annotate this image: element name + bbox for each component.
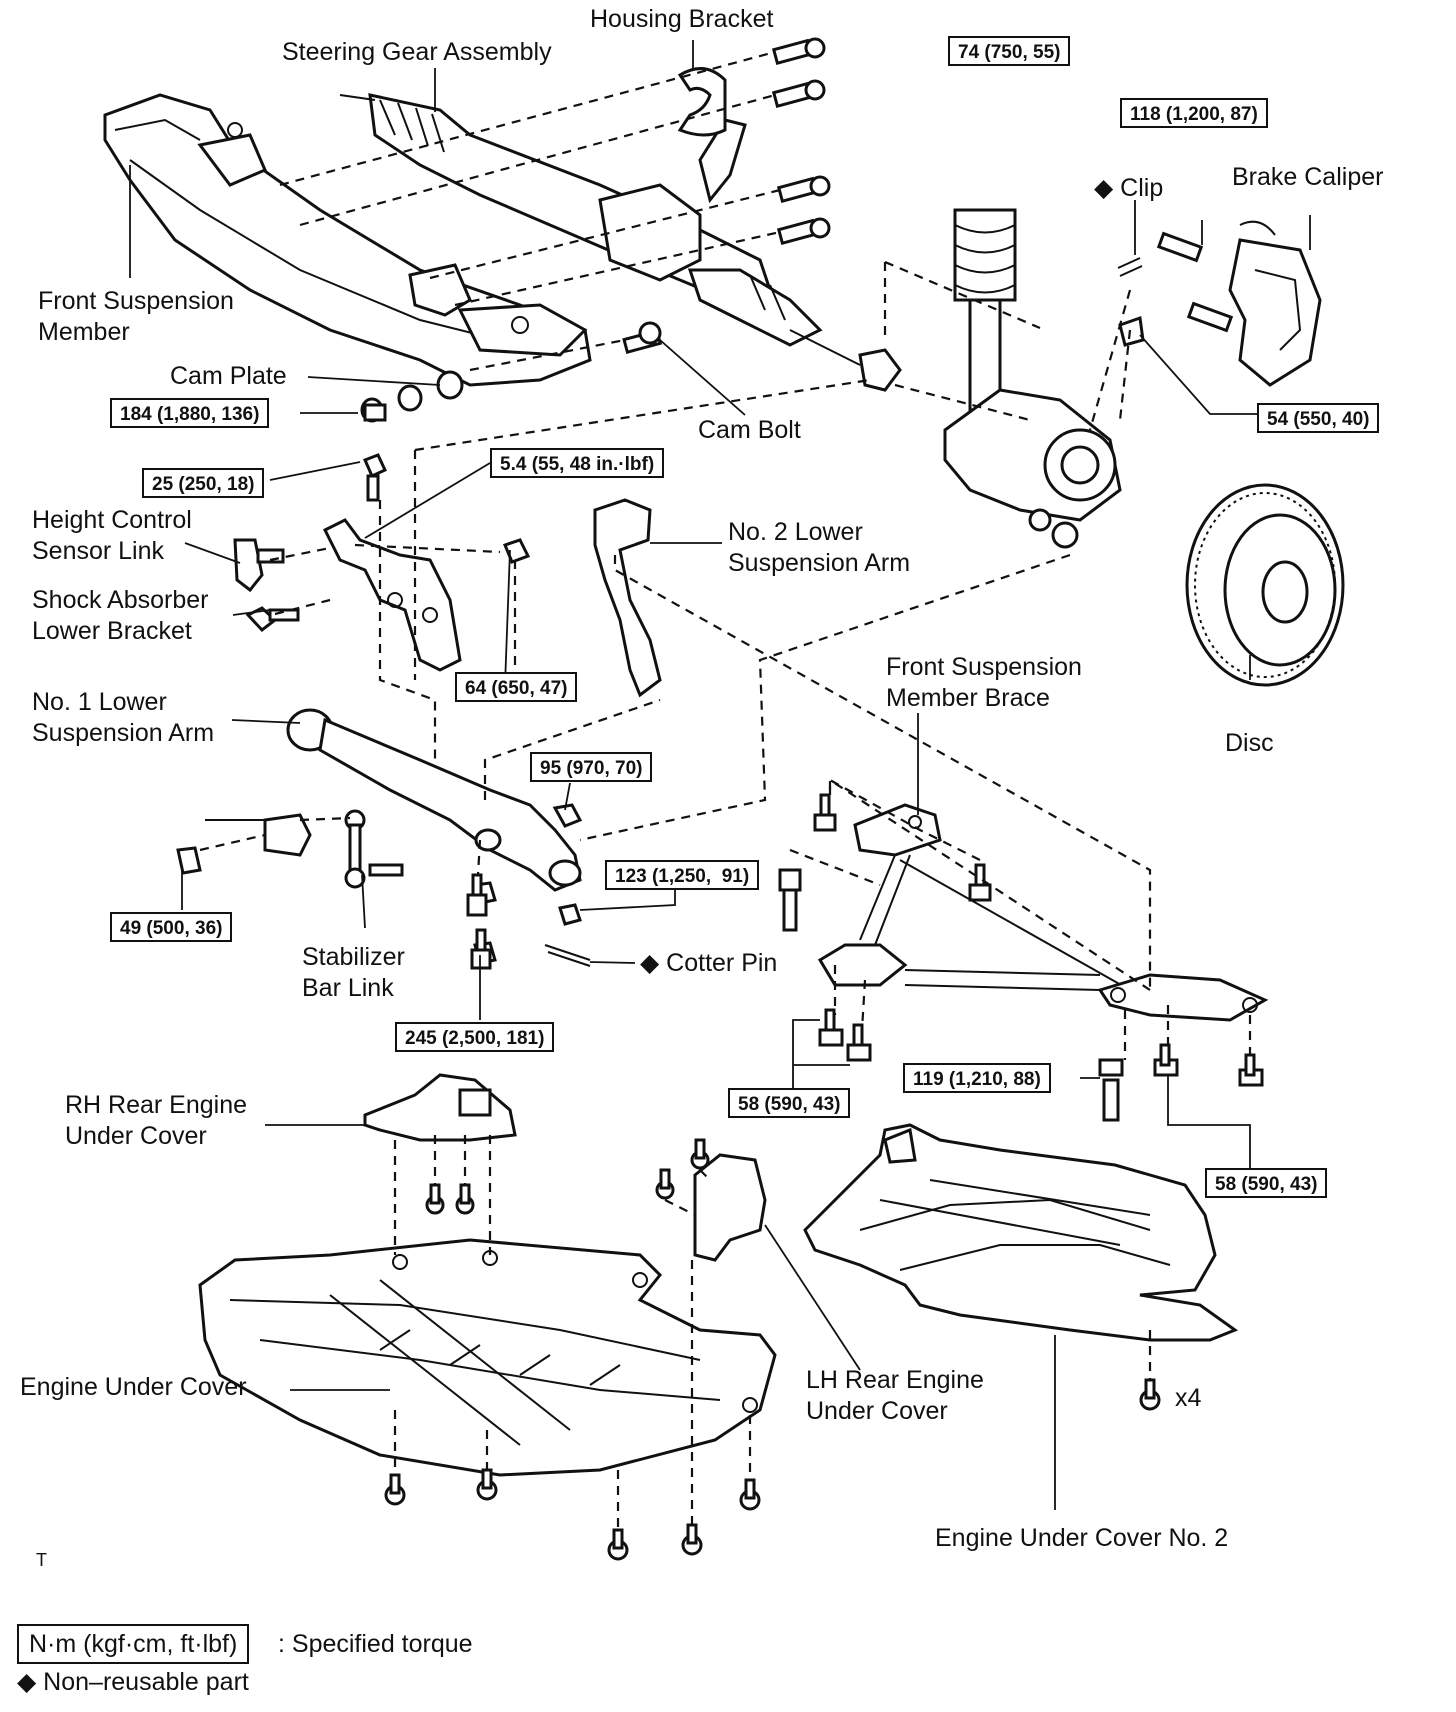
label-cam-plate: Cam Plate (170, 362, 287, 390)
cam-bolt-part (622, 321, 663, 354)
strut-knuckle-part (943, 208, 1122, 549)
label-brake-caliper: Brake Caliper (1232, 163, 1384, 191)
label-rh-rear-cover: RH Rear Engine Under Cover (65, 1091, 248, 1150)
housing-bracket-part (677, 67, 727, 137)
engine-under-cover-2-part (803, 1123, 1239, 1411)
height-sensor-link-part (233, 538, 285, 593)
lh-rear-cover-part (655, 1138, 767, 1262)
no2-lower-arm-part (593, 498, 662, 698)
label-steering-gear: Steering Gear Assembly (282, 38, 552, 66)
cotter-pin-part (473, 881, 591, 967)
label-housing-bracket: Housing Bracket (590, 5, 774, 33)
label-engine-under-cover-2: Engine Under Cover No. 2 (935, 1524, 1229, 1552)
label-shock-lower-bracket: Shock Absorber Lower Bracket (32, 586, 209, 645)
rh-rear-cover-part (363, 1073, 517, 1215)
member-brace-part (817, 803, 1269, 1022)
stabilizer-link-part (176, 809, 404, 889)
label-clip: ◆ Clip (1094, 174, 1164, 202)
torque-64: 64 (650, 47) (455, 672, 578, 702)
label-cam-bolt: Cam Bolt (698, 416, 801, 444)
brace-bolts (778, 793, 1264, 1122)
label-lh-rear-cover: LH Rear Engine Under Cover (806, 1366, 984, 1425)
brake-caliper-part (1156, 220, 1322, 387)
engine-cover-bolts (384, 1468, 761, 1561)
label-engine-under-cover: Engine Under Cover (20, 1373, 247, 1401)
clip-part (1117, 257, 1145, 347)
torque-5-4: 5.4 (55, 48 in.·lbf) (490, 448, 665, 478)
torque-184: 184 (1,880, 136) (110, 398, 270, 428)
engine-under-cover-part (198, 1238, 777, 1477)
torque-58-b: 58 (590, 43) (1205, 1168, 1328, 1198)
assembly-dashed-lines (199, 50, 1252, 1530)
legend-nonreusable: ◆ Non–reusable part (17, 1668, 249, 1696)
torque-25: 25 (250, 18) (142, 468, 265, 498)
torque-58-a: 58 (590, 43) (728, 1088, 851, 1118)
leader-lines (129, 40, 1311, 1510)
label-height-sensor-link: Height Control Sensor Link (32, 506, 192, 565)
label-x4: x4 (1175, 1384, 1202, 1412)
torque-119: 119 (1,210, 88) (903, 1063, 1051, 1093)
no1-lower-arm-part (286, 708, 583, 892)
label-stabilizer-link: Stabilizer Bar Link (302, 943, 405, 1002)
torque-95: 95 (970, 70) (530, 752, 653, 782)
label-cotter-pin: ◆ Cotter Pin (640, 949, 778, 977)
torque-54: 54 (550, 40) (1257, 403, 1380, 433)
label-no2-lower-arm: No. 2 Lower Suspension Arm (728, 518, 911, 577)
label-member-brace: Front Suspension Member Brace (886, 653, 1082, 712)
housing-bracket-bolts (771, 37, 831, 245)
torque-74: 74 (750, 55) (948, 36, 1071, 66)
torque-118: 118 (1,200, 87) (1120, 98, 1268, 128)
torque-245: 245 (2,500, 181) (395, 1022, 555, 1052)
legend-torque-desc: : Specified torque (278, 1630, 473, 1658)
torque-49: 49 (500, 36) (110, 912, 233, 942)
corner-mark: T (36, 1550, 47, 1570)
label-no1-lower-arm: No. 1 Lower Suspension Arm (32, 688, 215, 747)
disc-part (1185, 483, 1345, 687)
torque-123: 123 (1,250, 91) (605, 860, 760, 890)
lower-arm-bolts (363, 403, 492, 970)
legend-torque-unit-box: N·m (kgf·cm, ft·lbf) (17, 1624, 250, 1664)
front-suspension-member-part (103, 93, 592, 387)
shock-lower-bracket-part (245, 453, 531, 672)
label-front-suspension-member: Front Suspension Member (38, 287, 234, 346)
label-disc: Disc (1225, 729, 1274, 757)
